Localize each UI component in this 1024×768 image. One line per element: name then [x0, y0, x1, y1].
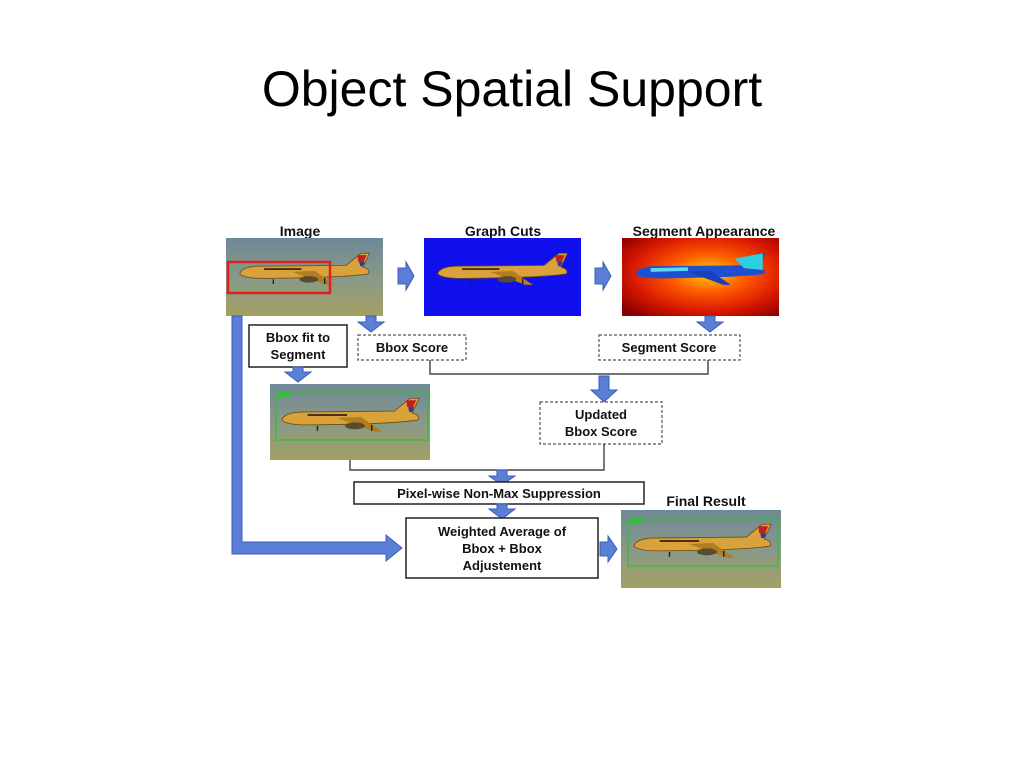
bbox-score-label: Bbox Score: [376, 340, 448, 355]
input-image-panel: [226, 238, 383, 316]
updated-score-line2: Bbox Score: [565, 424, 637, 439]
graph-cuts-panel: [424, 238, 581, 316]
arrow-to-nms: [487, 469, 517, 486]
label-final-result: Final Result: [666, 493, 746, 509]
arrow-image-to-graphcuts: [397, 260, 415, 292]
label-segment-appearance: Segment Appearance: [633, 223, 776, 239]
weighted-avg-line1: Weighted Average of: [438, 524, 567, 539]
score-combine-connector: [429, 360, 709, 375]
nms-label: Pixel-wise Non-Max Suppression: [397, 486, 601, 501]
detection-bbox: [226, 260, 332, 295]
arrow-image-to-weighted-average: [231, 315, 403, 563]
arrow-to-updated-score: [589, 375, 619, 403]
bbox-fit-box: Bbox fit to Segment: [248, 324, 348, 368]
weighted-average-box: Weighted Average of Bbox + Bbox Adjustem…: [405, 517, 599, 579]
arrow-to-bbox-score: [356, 315, 386, 333]
label-graph-cuts: Graph Cuts: [465, 223, 541, 239]
final-result-panel: [621, 510, 781, 588]
weighted-avg-line3: Adjustement: [463, 558, 542, 573]
final-bbox: [627, 517, 779, 567]
updated-bbox-score-box: Updated Bbox Score: [539, 401, 663, 445]
fitted-bbox-image-panel: [270, 384, 430, 460]
slide-title: Object Spatial Support: [261, 61, 763, 117]
segment-score-label: Segment Score: [622, 340, 717, 355]
bbox-score-box: Bbox Score: [357, 334, 467, 361]
arrow-to-weighted-average: [487, 503, 517, 520]
nms-input-connector: [349, 444, 605, 471]
fitted-bbox: [275, 391, 429, 441]
segment-appearance-panel: [622, 238, 779, 316]
nms-box: Pixel-wise Non-Max Suppression: [353, 481, 645, 505]
arrow-graphcuts-to-segment: [594, 260, 612, 292]
arrow-to-fitted-image: [283, 366, 313, 383]
label-image: Image: [280, 223, 321, 239]
arrow-to-final-result: [599, 534, 618, 564]
segment-score-box: Segment Score: [598, 334, 741, 361]
bbox-fit-line2: Segment: [271, 347, 327, 362]
weighted-avg-line2: Bbox + Bbox: [462, 541, 543, 556]
bbox-fit-line1: Bbox fit to: [266, 330, 330, 345]
arrow-to-segment-score: [695, 315, 725, 333]
updated-score-line1: Updated: [575, 407, 627, 422]
